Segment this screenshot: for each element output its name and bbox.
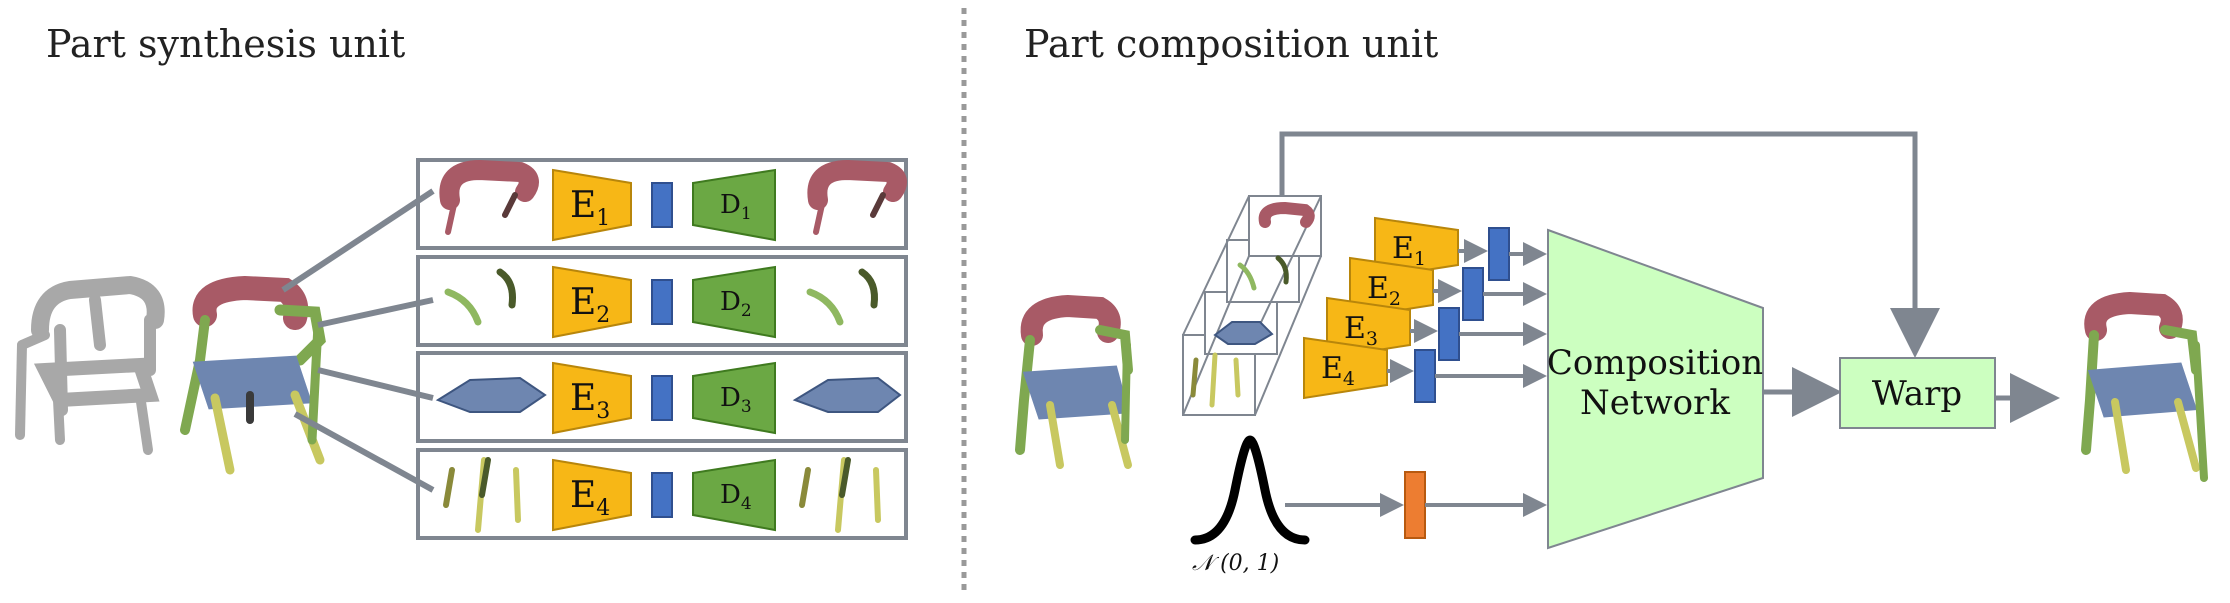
gaussian-noise-icon <box>1190 435 1310 545</box>
decoder-4-label: D4 <box>720 480 752 514</box>
skip-connection-arrow <box>1279 131 1940 358</box>
synthesis-encoders <box>552 168 632 532</box>
composition-network-label-line2: Network <box>1580 383 1730 423</box>
encoder-latent-arrows <box>1387 239 1488 383</box>
encoder-1-label: E1 <box>570 185 610 231</box>
encoder-1 <box>552 168 632 242</box>
synthesis-row-2 <box>416 255 908 347</box>
decoder-3 <box>692 361 776 435</box>
noise-code <box>1404 471 1426 539</box>
row4-part-output <box>799 457 881 533</box>
row1-part-input <box>439 159 539 235</box>
composition-encoder-3 <box>1326 296 1411 360</box>
composition-latents <box>1414 227 1510 403</box>
row1-part-output <box>807 159 907 235</box>
synthesis-latents <box>651 182 673 518</box>
composition-encoder-1 <box>1374 216 1459 280</box>
composition-encoders <box>1303 216 1459 400</box>
composition-encoder-1-label: E1 <box>1392 231 1426 270</box>
decoder-2-label: D2 <box>720 287 752 321</box>
warp-box <box>1839 357 1996 429</box>
part-connectors <box>281 188 435 493</box>
encoder-4-label: E4 <box>570 475 610 521</box>
segmented-chair-left <box>180 275 326 475</box>
decoder-3-label: D3 <box>720 383 752 417</box>
row3-part-output <box>792 376 902 413</box>
row3-part-input <box>435 376 547 413</box>
composition-encoder-2-label: E2 <box>1367 271 1401 310</box>
composition-network-label-line1: Composition <box>1547 343 1763 383</box>
encoder-3 <box>552 361 632 435</box>
composition-input-chair <box>1015 294 1133 469</box>
composition-network <box>1547 228 1764 550</box>
decoder-4 <box>692 458 776 532</box>
encoder-2-label: E2 <box>570 282 610 328</box>
decoder-1 <box>692 168 776 242</box>
encoder-4 <box>552 458 632 532</box>
decoder-1-label: D1 <box>720 190 752 224</box>
composition-encoder-2 <box>1349 256 1434 320</box>
synthesis-row-4 <box>416 448 908 540</box>
part-frame-stack <box>1182 195 1322 416</box>
row2-part-output <box>806 268 878 326</box>
composition-output-chair <box>2081 291 2208 482</box>
composition-encoder-3-label: E3 <box>1344 311 1378 350</box>
row2-part-input <box>444 268 516 326</box>
encoder-3-label: E3 <box>570 378 610 424</box>
synthesis-rows <box>416 158 908 540</box>
latent-network-arrows <box>1435 242 1547 388</box>
synthesis-decoders <box>692 168 776 532</box>
composition-encoder-4-label: E4 <box>1321 351 1355 390</box>
decoder-2 <box>692 265 776 339</box>
composition-encoder-4 <box>1303 336 1388 400</box>
warp-label: Warp <box>1872 374 1962 414</box>
encoder-2 <box>552 265 632 339</box>
noise-label: 𝒩 (0, 1) <box>1192 551 1279 576</box>
synthesis-row-3 <box>416 351 908 443</box>
synthesis-row-1 <box>416 158 908 250</box>
part-synthesis-title: Part synthesis unit <box>46 22 406 66</box>
frame-parts <box>1190 201 1315 408</box>
input-gray-chair <box>15 275 165 455</box>
row4-part-input <box>443 457 521 533</box>
part-composition-title: Part composition unit <box>1024 22 1439 66</box>
